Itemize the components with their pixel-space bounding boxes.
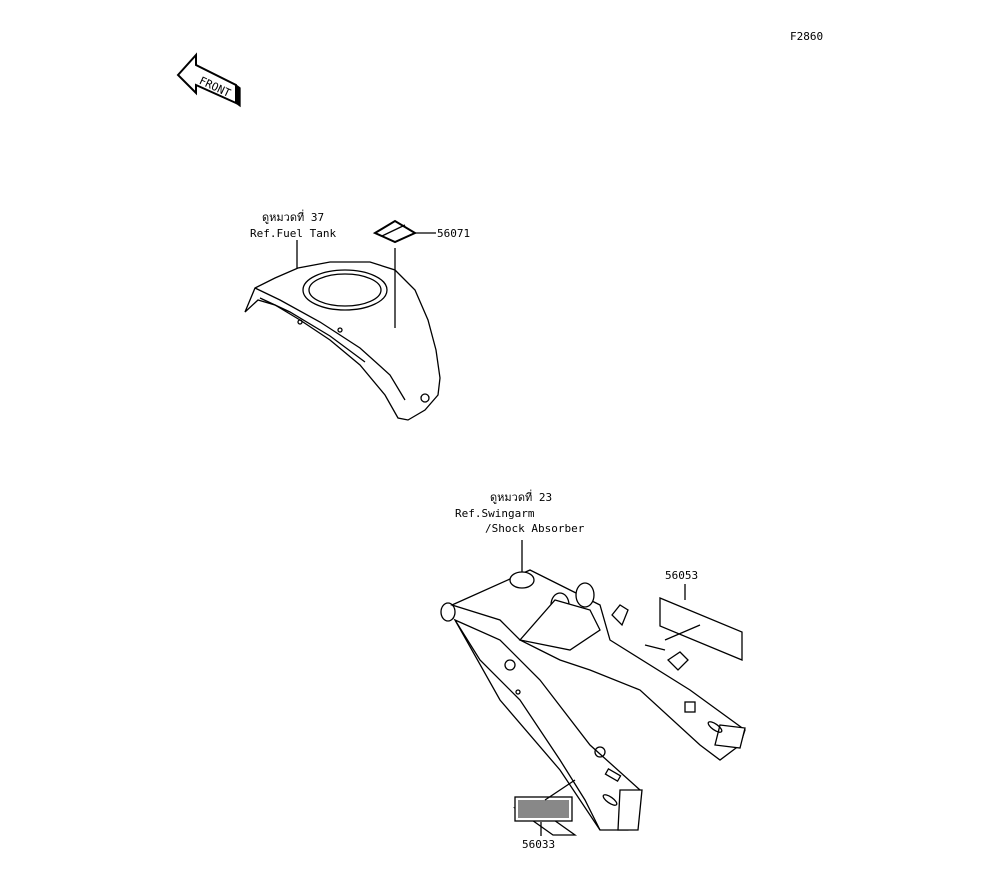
swingarm-ref: Ref.Swingarm (455, 507, 535, 520)
swingarm-ref-shock: /Shock Absorber (485, 522, 585, 535)
swingarm-drawing (440, 540, 746, 831)
fuel-tank-ref: Ref.Fuel Tank (250, 227, 337, 240)
fuel-tank-cover-drawing (244, 240, 441, 421)
label-56033-drawing (512, 779, 578, 836)
label-56053-drawing (659, 584, 743, 661)
part-number-56033[interactable]: 56033 (522, 838, 556, 851)
fuel-tank-ref-thai: ดูหมวดที่ 37 (262, 211, 325, 224)
label-56071-drawing (372, 219, 436, 328)
part-number-56071[interactable]: 56071 (437, 227, 471, 240)
swingarm-ref-thai: ดูหมวดที่ 23 (490, 491, 553, 504)
front-arrow-icon: FRONT (176, 52, 241, 108)
diagram-id: F2860 (790, 30, 824, 43)
part-number-56053[interactable]: 56053 (665, 569, 699, 582)
